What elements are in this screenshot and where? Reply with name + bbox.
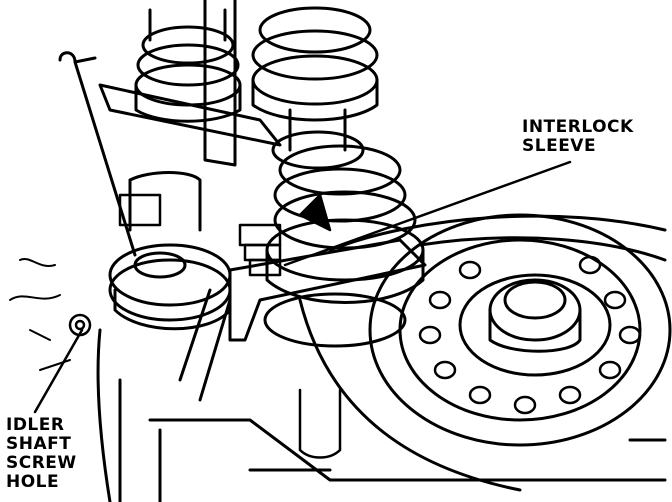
bolt-holes bbox=[418, 255, 642, 415]
interlock-sleeve-label-line-2: SLEEVE bbox=[522, 136, 597, 156]
idler-shaft-leader bbox=[33, 328, 84, 414]
shift-fork bbox=[58, 0, 427, 402]
interlock-sleeve-leader bbox=[283, 160, 572, 267]
main-shaft-gears bbox=[263, 144, 425, 348]
idler-shaft-screw-hole-label: IDLER SHAFT SCREW HOLE bbox=[6, 416, 77, 492]
interlock-sleeve-label: INTERLOCK SLEEVE bbox=[522, 118, 634, 156]
upper-gear-stack-right bbox=[251, 6, 379, 170]
idler-label-line-3: SCREW bbox=[6, 453, 77, 473]
shaft-bolts bbox=[68, 193, 342, 459]
idler-label-line-4: HOLE bbox=[6, 472, 60, 492]
interlock-sleeve-label-line-1: INTERLOCK bbox=[522, 117, 634, 137]
case-edge-hatching bbox=[9, 257, 71, 371]
idler-label-line-1: IDLER bbox=[6, 415, 65, 435]
bearing-plate bbox=[368, 213, 672, 447]
idler-label-line-2: SHAFT bbox=[6, 434, 72, 454]
